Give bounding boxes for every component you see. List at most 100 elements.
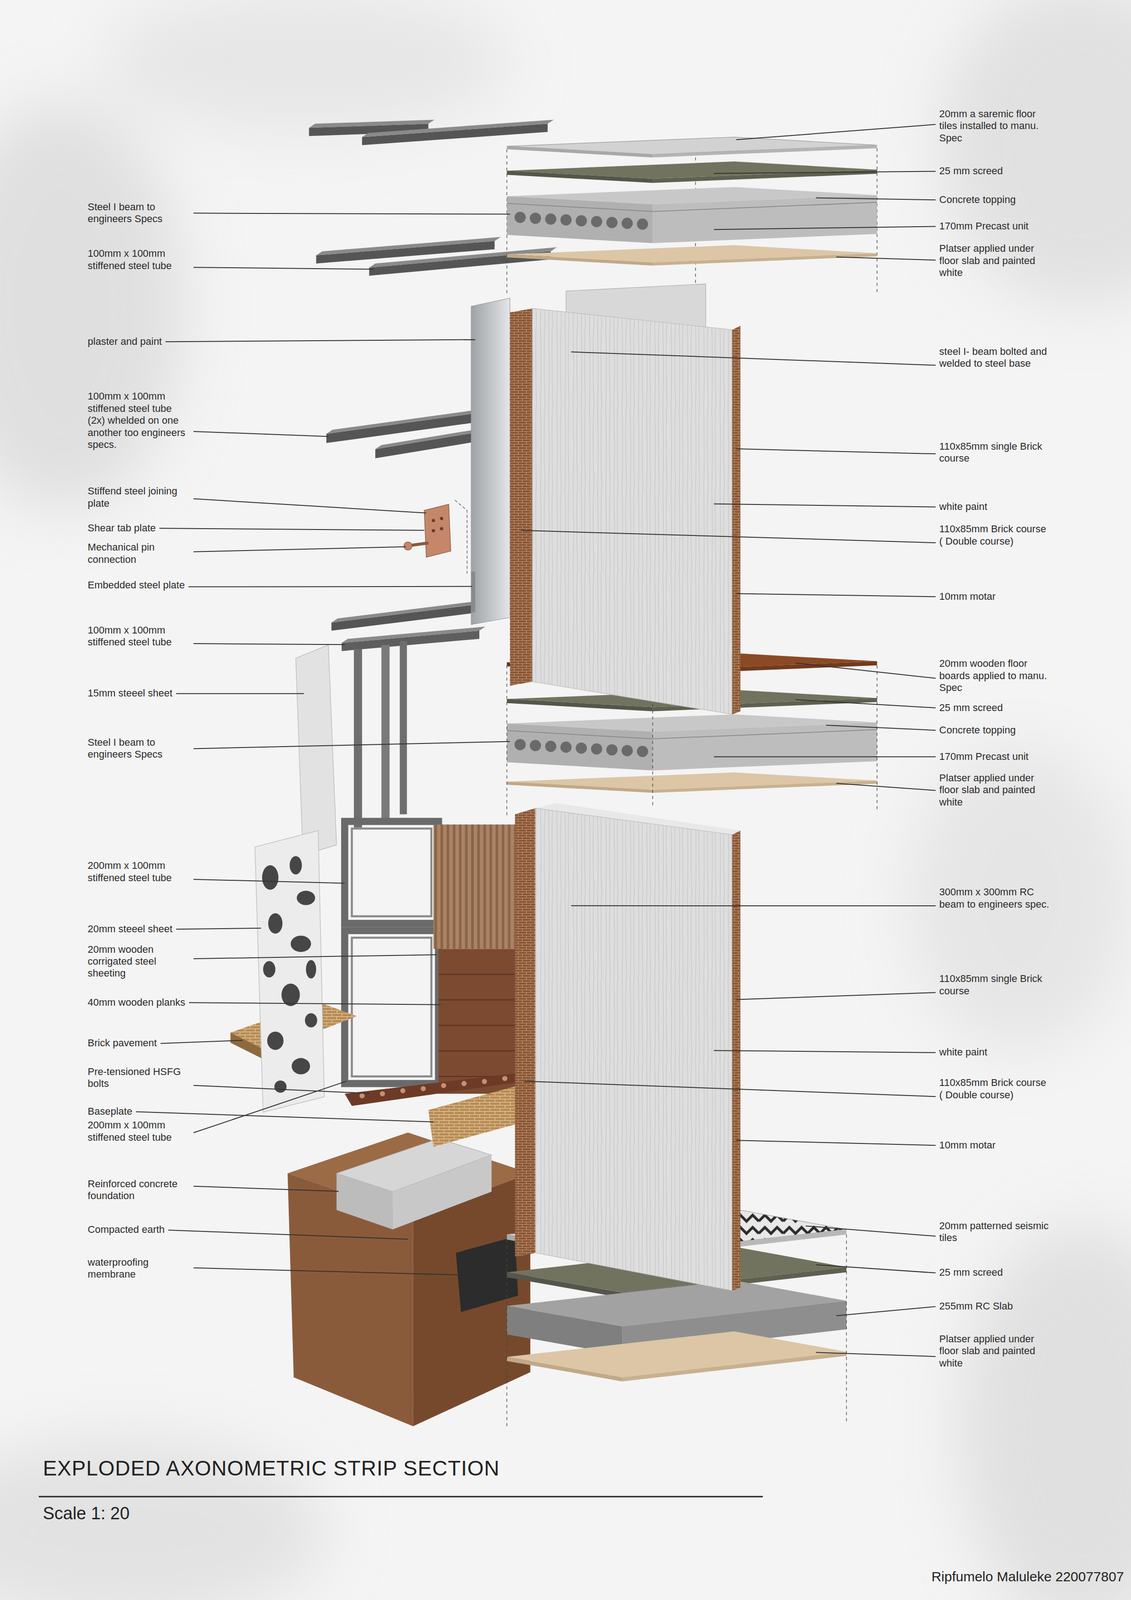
steel-sheet (295, 644, 337, 856)
callout-label: Brick pavement (87, 1037, 157, 1049)
callout-label: Steel I beam to engineers Specs (87, 736, 190, 761)
callout-label: Baseplate (87, 1105, 133, 1118)
corrugated-sheeting (433, 824, 517, 950)
leader-line (736, 1140, 936, 1146)
plaster-3 (506, 1356, 623, 1382)
drawing-title: EXPLODED AXONOMETRIC STRIP SECTION (42, 1456, 500, 1481)
precast-unit-1 (506, 186, 877, 244)
brick-wall-2 (732, 830, 741, 1291)
steel-tube (375, 428, 481, 450)
plaster-2 (506, 781, 653, 794)
callout-label: Concrete topping (939, 193, 1017, 206)
callout-label: 20mm wooden floor boards applied to manu… (939, 657, 1052, 694)
leader-line (193, 1186, 339, 1192)
callout-label: Compacted earth (87, 1223, 165, 1236)
callout-label: Platser applied under floor slab and pai… (939, 242, 1052, 279)
plaster-3 (506, 1331, 847, 1378)
precast-unit-2 (575, 742, 587, 754)
precast-unit-1 (506, 202, 877, 212)
wooden-planks (438, 974, 519, 1077)
precast-unit-1 (575, 215, 587, 227)
precast-unit-1 (606, 217, 618, 229)
callout-label: 40mm wooden planks (87, 996, 186, 1009)
precast-unit-2 (506, 714, 877, 771)
pin-connection (404, 541, 413, 550)
callout-label: 20mm a saremic floor tiles installed to … (939, 108, 1052, 145)
callout-label: Shear tab plate (87, 522, 156, 535)
leader-line (188, 1002, 441, 1005)
steel-sheet (262, 856, 318, 1093)
precast-unit-1 (514, 211, 526, 224)
leader-line (176, 928, 261, 929)
steel-sheet (262, 865, 279, 890)
leader-line (521, 530, 936, 543)
precast-unit-1 (621, 217, 633, 229)
leader-line (193, 879, 345, 884)
callout-label: steel I- beam bolted and welded to steel… (939, 345, 1052, 370)
title-rule (38, 1495, 763, 1498)
precast-unit-1 (514, 211, 649, 230)
callout-label: 110x85mm single Brick course (939, 972, 1052, 997)
precast-unit-2 (560, 741, 572, 753)
title-rule (38, 1495, 763, 1497)
dashed-guide (506, 139, 877, 1429)
precast-unit-1 (560, 214, 572, 226)
callout-label: Mechanical pin connection (87, 541, 190, 566)
leader-line (523, 1080, 936, 1097)
leader-line (176, 693, 304, 695)
leader-line (713, 756, 936, 758)
pin-connection (431, 529, 436, 533)
precast-unit-1 (506, 196, 653, 244)
callout-label: Steel I beam to engineers Specs (87, 201, 190, 226)
compacted-earth (287, 1132, 531, 1427)
dashed-guide (506, 1234, 847, 1429)
precast-unit-1 (544, 213, 557, 225)
background (907, 744, 1131, 1051)
baseplate (461, 1080, 467, 1086)
steel-sheet (263, 960, 276, 978)
callout-label: 20mm wooden corrigated steel sheeting (87, 943, 190, 980)
leader-line (805, 1225, 936, 1236)
leader-line (193, 1085, 369, 1094)
brick-wall-1 (471, 571, 476, 613)
plaster-2 (652, 780, 877, 794)
callout-label: 110x85mm Brick course ( Double course) (939, 523, 1052, 548)
steel-tube (331, 600, 486, 623)
steel-sheet (290, 935, 312, 952)
pin-connection (424, 503, 451, 557)
floor-tiles-1 (506, 136, 877, 158)
precast-unit-2 (529, 739, 542, 752)
precast-unit-2 (544, 740, 557, 753)
leader-line (193, 954, 437, 959)
steel-frame (352, 828, 432, 917)
leader-line (736, 124, 936, 141)
brick-wall-1 (509, 308, 533, 686)
leader-line (193, 546, 406, 552)
leader-line (836, 257, 936, 261)
brick-wall-2 (514, 803, 741, 1291)
callout-label: 10mm motar (939, 590, 996, 603)
steel-frame (352, 937, 432, 1077)
pin-connection (404, 500, 468, 574)
precast-unit-2 (591, 743, 603, 755)
leader-line (165, 339, 476, 342)
screed-1 (652, 169, 877, 183)
screed-1 (506, 170, 653, 183)
leader-line (570, 905, 936, 907)
steel-frame (344, 640, 439, 1084)
precast-unit-1 (652, 195, 877, 244)
leader-line (159, 528, 425, 530)
callout-label: 25 mm screed (939, 701, 1003, 714)
author-credit: Ripfumelo Maluleke 220077807 (931, 1568, 1124, 1585)
callout-label: 300mm x 300mm RC beam to engineers spec. (939, 886, 1052, 911)
callout-label: 20mm patterned seismic tiles (939, 1219, 1052, 1245)
leader-line (193, 1267, 459, 1276)
precast-unit-1 (637, 218, 649, 230)
steel-sheet (291, 1058, 311, 1075)
callout-label: waterproofing membrane (87, 1256, 190, 1281)
callout-label: Embedded steel plate (87, 579, 185, 592)
top-steel-beam (362, 119, 554, 137)
callout-label: 170mm Precast unit (939, 750, 1029, 763)
callout-label: 25 mm screed (939, 1266, 1003, 1279)
